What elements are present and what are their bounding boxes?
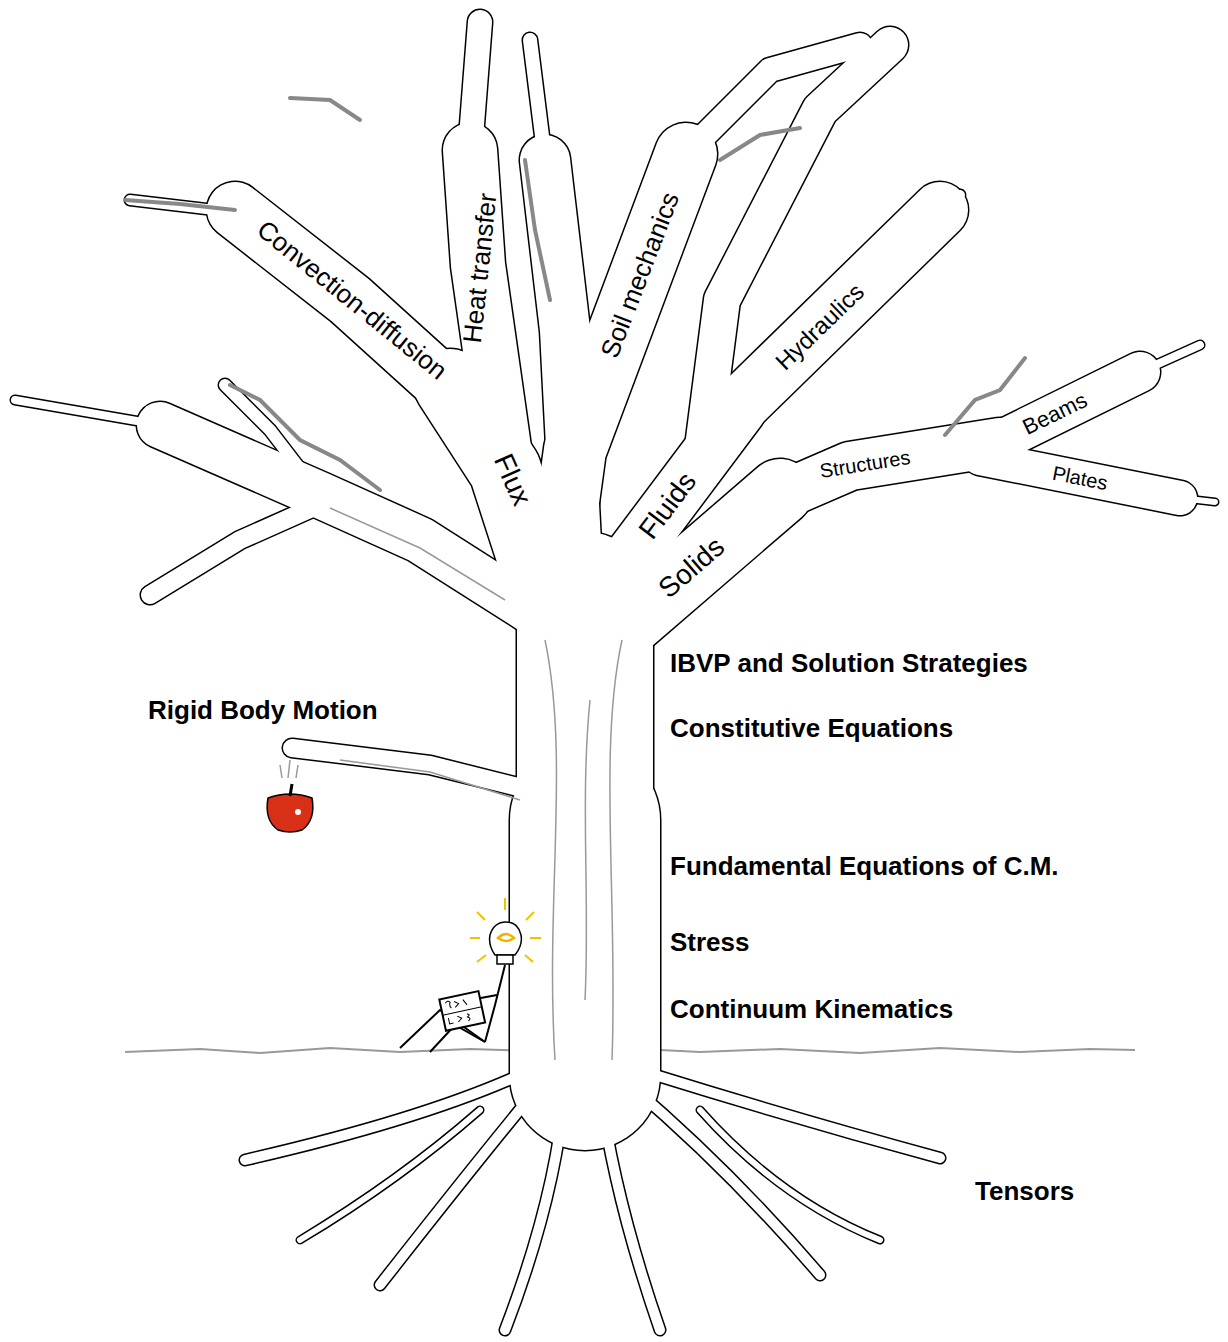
topic-heading: Rigid Body Motion xyxy=(148,696,378,725)
topic-heading: Tensors xyxy=(975,1177,1074,1206)
branch-label: Convection-diffusion xyxy=(252,215,453,385)
topic-heading: IBVP and Solution Strategies xyxy=(670,649,1028,678)
branch-fills xyxy=(15,22,1215,1330)
lightbulb xyxy=(470,898,541,964)
branch-outlines xyxy=(15,22,1215,1330)
topic-heading: Constitutive Equations xyxy=(670,714,953,743)
topic-heading: Fundamental Equations of C.M. xyxy=(670,852,1059,881)
topic-heading: Continuum Kinematics xyxy=(670,995,953,1024)
twigs xyxy=(125,98,1025,490)
thinker-figure xyxy=(400,965,505,1052)
apple xyxy=(267,760,313,832)
bark-texture xyxy=(330,508,622,1060)
topic-heading: Stress xyxy=(670,928,750,957)
